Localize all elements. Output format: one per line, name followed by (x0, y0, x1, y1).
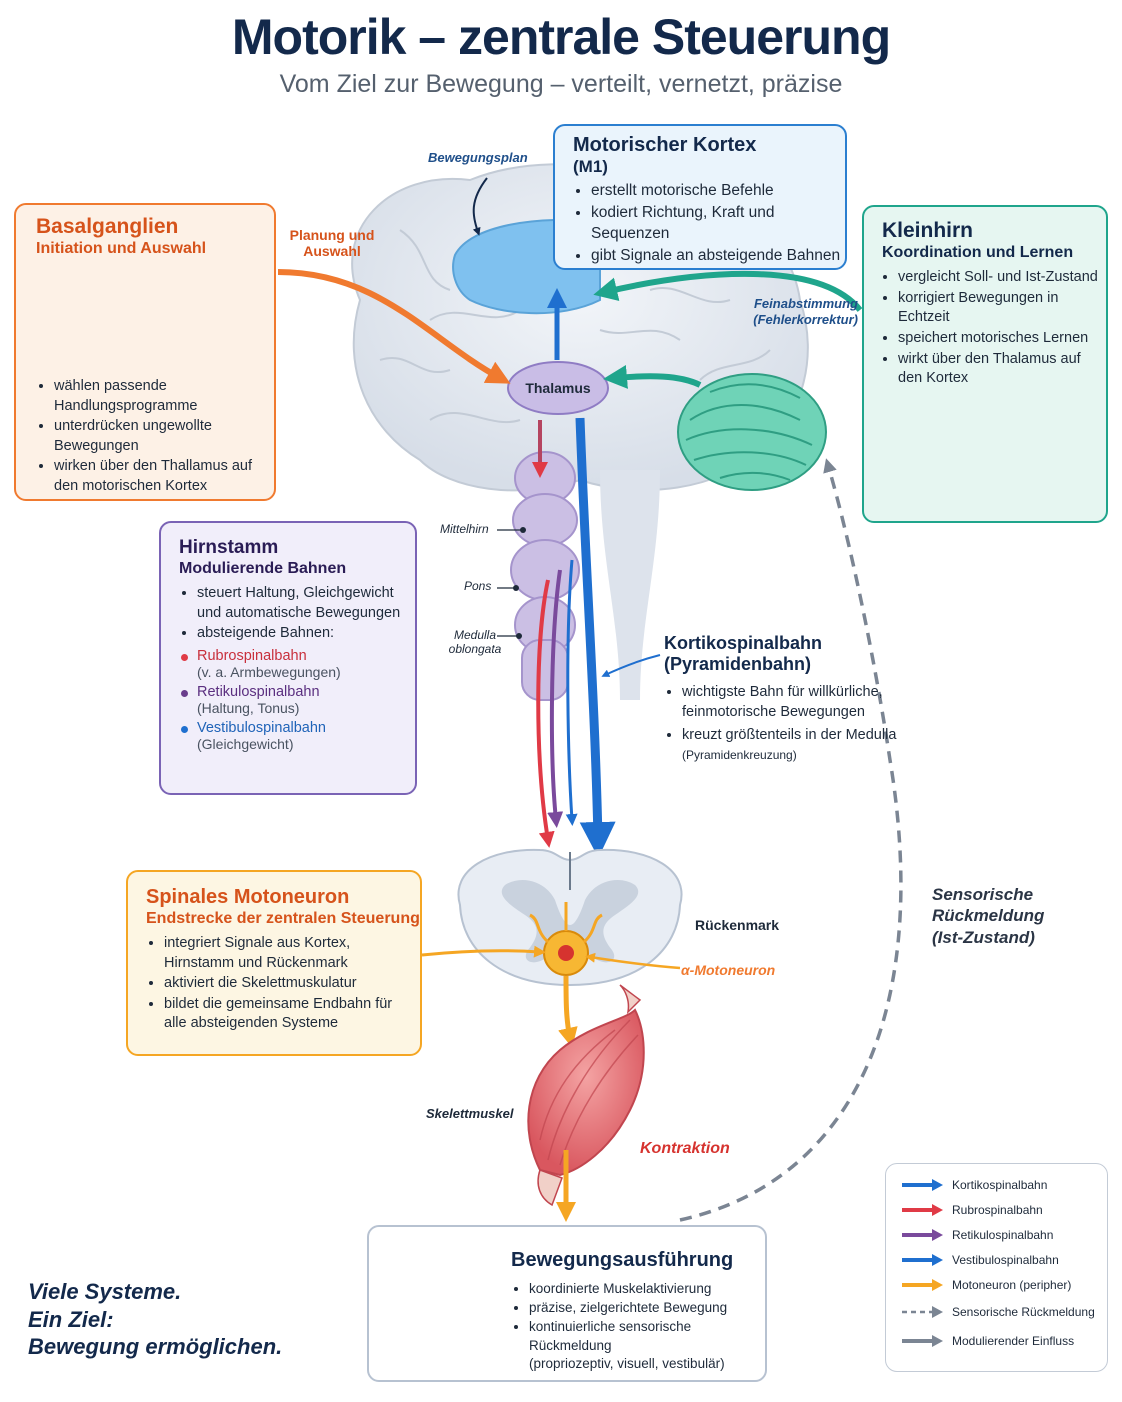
kleinhirn-item: speichert motorisches Lernen (898, 329, 1108, 349)
kortikospinal-block: Kortikospinalbahn (Pyramidenbahn) wichti… (664, 633, 934, 766)
kortikospinal-item: kreuzt größtenteils in der Medulla (Pyra… (682, 726, 922, 765)
legend-label: Modulierender Einfluss (952, 1333, 1075, 1348)
motoneuron-item: aktiviert die Skelettmuskulatur (164, 974, 404, 994)
legend-label: Kortikospinalbahn (952, 1177, 1048, 1192)
legend-item: Rubrospinalbahn (900, 1197, 1107, 1222)
kleinhirn-item: vergleicht Soll- und Ist-Zustand (898, 268, 1108, 288)
kortex-subtitle: (M1) (573, 157, 608, 176)
bewegungsplan-label: Bewegungsplan (428, 150, 528, 165)
motoneuron-item: bildet die gemeinsame Endbahn für alle a… (164, 995, 404, 1034)
rubrospinal-tract (536, 579, 555, 848)
axon-arrow (558, 975, 578, 1048)
motoneuron-title: Spinales Motoneuron (146, 886, 350, 908)
ausfuehrung-item: präzise, zielgerichtete Bewegung (529, 1299, 761, 1317)
legend-arrow-icon (902, 1228, 943, 1241)
ausfuehrung-item: kontinuierliche sensorische Rückmeldung … (529, 1318, 761, 1373)
alpha-motoneuron-pointer (585, 952, 681, 970)
tract-rubro: Rubrospinalbahn (v. a. Armbewegungen) (181, 648, 415, 680)
legend-arrow-icon (902, 1253, 943, 1266)
motoneuron-subtitle: Endstrecke der zentralen Steuerung (146, 910, 420, 927)
legend-label: Retikulospinalbahn (952, 1227, 1054, 1242)
basalganglien-subtitle: Initiation und Auswahl (36, 240, 207, 258)
page-subtitle: Vom Ziel zur Bewegung – verteilt, vernet… (279, 70, 843, 98)
legend-item: Sensorische Rückmeldung (900, 1297, 1107, 1326)
kortex-title: Motorischer Kortex (573, 134, 757, 156)
motoneuron-item: integriert Signale aus Kortex, Hirnstamm… (164, 934, 404, 973)
basalganglien-item: wirken über den Thallamus auf den motori… (54, 457, 274, 496)
hirnstamm-title: Hirnstamm (179, 537, 279, 558)
legend-item: Retikulospinalbahn (900, 1222, 1107, 1247)
sensory-feedback-arrow (679, 458, 903, 1222)
tract-retikulo: Retikulospinalbahn (Haltung, Tonus) (181, 684, 415, 716)
kortex-item: erstellt motorische Befehle (591, 181, 845, 202)
ausfuehrung-title: Bewegungsausführung (511, 1249, 734, 1271)
cerebellum-cortex-arrow (593, 270, 863, 312)
rueckenmark-label: Rückenmark (695, 917, 780, 933)
kontraktion-label: Kontraktion (640, 1140, 730, 1157)
legend-label: Vestibulospinalbahn (952, 1252, 1059, 1267)
ausfuehrung-box: Bewegungsausführung koordinierte Muskela… (367, 1225, 767, 1382)
kortex-item: kodiert Richtung, Kraft und Sequenzen (591, 203, 845, 245)
hirnstamm-box: Hirnstamm Modulierende Bahnen steuert Ha… (159, 521, 417, 795)
legend-item: Vestibulospinalbahn (900, 1247, 1107, 1272)
legend-arrow-icon (902, 1278, 943, 1291)
muscle-illustration (527, 984, 645, 1207)
basalganglien-item: unterdrücken ungewollte Bewegungen (54, 417, 274, 456)
pons-label: Pons (464, 579, 492, 593)
legend-item: Motoneuron (peripher) (900, 1272, 1107, 1297)
kleinhirn-box: Kleinhirn Koordination und Lernen vergle… (862, 205, 1108, 523)
mittelhirn-label: Mittelhirn (440, 522, 489, 536)
corticospinal-tract (575, 417, 616, 858)
tract-vestibulo: Vestibulospinalbahn (Gleichgewicht) (181, 720, 415, 752)
reticulospinal-tract (547, 569, 564, 828)
legend-item: Modulierender Einfluss (900, 1326, 1107, 1355)
cerebellum-illustration (677, 373, 827, 491)
kleinhirn-item: wirkt über den Thalamus auf den Kortex (898, 350, 1108, 389)
page-title: Motorik – zentrale Steuerung (231, 9, 891, 65)
brainstem-illustration (510, 451, 580, 701)
legend-arrow-icon (902, 1178, 943, 1191)
feinabstimmung-label: Feinabstimmung (Fehlerkorrektur) (753, 296, 858, 327)
hirnstamm-subtitle: Modulierende Bahnen (179, 559, 347, 577)
cerebellum-thalamus-arrow (603, 365, 702, 389)
kortex-item: gibt Signale an absteigende Bahnen (591, 246, 845, 267)
legend-item: Kortikospinalbahn (900, 1172, 1107, 1197)
alpha-label: α-Motoneuron (681, 962, 776, 978)
medulla-label: Medulla oblongata (448, 628, 502, 657)
hirnstamm-item: absteigende Bahnen: (197, 624, 417, 644)
slogan: Viele Systeme. Ein Ziel: Bewegung ermögl… (28, 1279, 283, 1359)
hirnstamm-item: steuert Haltung, Gleichgewicht und autom… (197, 584, 417, 623)
legend-label: Rubrospinalbahn (952, 1202, 1043, 1217)
motoneuron-box: Spinales Motoneuron Endstrecke der zentr… (126, 870, 422, 1056)
legend-arrow-icon (902, 1203, 943, 1216)
bewegungsplan-arrow (472, 177, 488, 236)
legend-label: Sensorische Rückmeldung (952, 1304, 1095, 1319)
planung-label: Planung und Auswahl (289, 227, 375, 260)
legend-arrow-icon (902, 1334, 943, 1347)
kortikospinal-item: wichtigste Bahn für willkürliche, feinmo… (682, 683, 922, 722)
vestibulospinal-tract (565, 559, 578, 826)
kortikospinal-subtitle: (Pyramidenbahn) (664, 654, 812, 674)
kortex-box: Motorischer Kortex (M1) erstellt motoris… (553, 124, 847, 270)
ausfuehrung-item: koordinierte Muskelaktivierung (529, 1280, 761, 1298)
basalganglien-box: Basalganglien Initiation und Auswahl wäh… (14, 203, 276, 501)
kleinhirn-title: Kleinhirn (882, 219, 974, 242)
kleinhirn-subtitle: Koordination und Lernen (882, 244, 1074, 262)
kortikospinal-pointer (601, 654, 661, 677)
kortikospinal-title: Kortikospinalbahn (664, 633, 823, 653)
kleinhirn-item: korrigiert Bewegungen in Echtzeit (898, 289, 1108, 328)
sensorische-label: Sensorische Rückmeldung (Ist-Zustand) (932, 885, 1045, 947)
basal-thalamus-arrow (277, 269, 511, 384)
skelettmuskel-label: Skelettmuskel (426, 1106, 514, 1121)
thalamus-label: Thalamus (525, 380, 591, 396)
basalganglien-item: wählen passende Handlungsprogramme (54, 377, 274, 416)
legend-label: Motoneuron (peripher) (952, 1277, 1072, 1292)
legend-arrow-icon (902, 1305, 943, 1318)
basalganglien-title: Basalganglien (36, 215, 179, 238)
motoneuron-pointer (421, 945, 546, 958)
